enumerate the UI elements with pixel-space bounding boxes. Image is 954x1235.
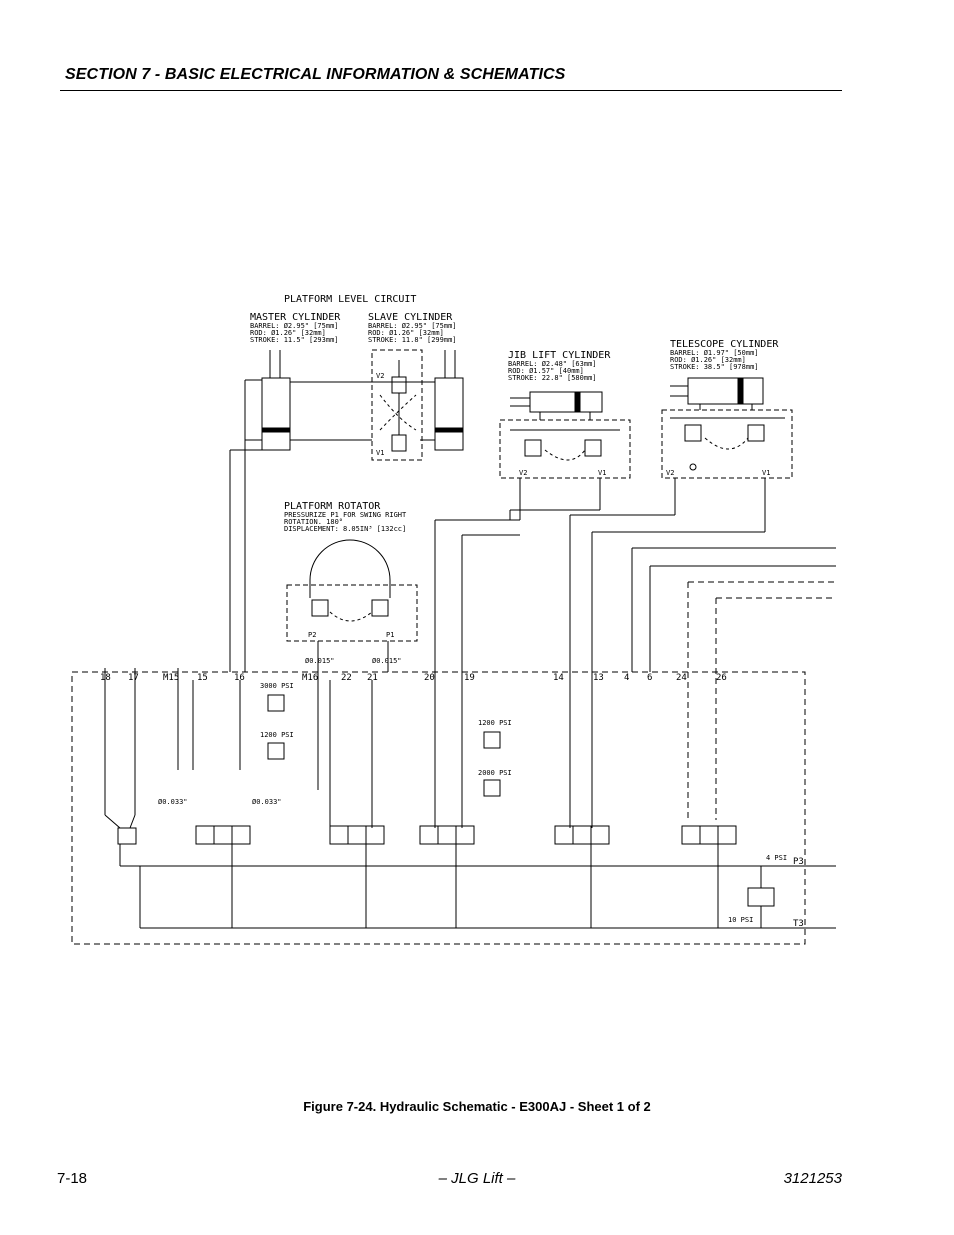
slave-barrel: BARREL: Ø2.95" [75mm] <box>368 322 457 330</box>
port-numbers: 18 17 M15 15 16 M16 22 21 20 19 14 13 4 … <box>100 673 727 683</box>
directional-valve-2 <box>329 825 385 845</box>
slave-valve-block <box>371 349 423 461</box>
telescope-cylinder-specs: TELESCOPE CYLINDER BARREL: Ø1.97" [50mm]… <box>670 339 779 371</box>
telescope-cylinder-title: TELESCOPE CYLINDER <box>670 339 779 350</box>
relief-valve-3000 <box>267 694 285 712</box>
port-20: 20 <box>424 673 435 683</box>
port-22: 22 <box>341 673 352 683</box>
master-rod: ROD: Ø1.26" [32mm] <box>250 329 326 337</box>
doc-number: 3121253 <box>783 1170 842 1187</box>
directional-valve-5 <box>681 825 737 845</box>
port-14: 14 <box>553 673 564 683</box>
platform-level-circuit-title: PLATFORM LEVEL CIRCUIT <box>284 294 416 305</box>
slave-cylinder-title: SLAVE CYLINDER <box>368 312 453 323</box>
check-valve-block <box>747 887 775 907</box>
relief-1200b-label: 1200 PSI <box>478 719 512 727</box>
port-24: 24 <box>676 673 687 683</box>
slave-stroke: STROKE: 11.8" [299mm] <box>368 336 457 344</box>
jib-port-v1: V1 <box>598 469 606 477</box>
master-stroke: STROKE: 11.5" [293mm] <box>250 336 339 344</box>
jib-lift-cylinder <box>510 391 603 420</box>
tele-barrel: BARREL: Ø1.97" [50mm] <box>670 349 759 357</box>
telescope-cylinder <box>670 377 764 410</box>
platform-rotator-title: PLATFORM ROTATOR <box>284 501 381 512</box>
master-cylinder-specs: MASTER CYLINDER BARREL: Ø2.95" [75mm] RO… <box>250 312 341 344</box>
rotator-cb-valve-1 <box>311 599 329 617</box>
tele-cb-valve-2 <box>747 424 765 442</box>
page-number: 7-18 <box>57 1170 88 1187</box>
relief-valve-2000 <box>483 779 501 797</box>
check-10psi: 10 PSI <box>728 916 753 924</box>
slave-rod: ROD: Ø1.26" [32mm] <box>368 329 444 337</box>
relief-valve-1200-b <box>483 731 501 749</box>
jib-stroke: STROKE: 22.8" [580mm] <box>508 374 597 382</box>
relief-valve-1200-a <box>267 742 285 760</box>
footer-publisher: – JLG Lift – <box>438 1170 516 1187</box>
rotator-line2: ROTATION. 180° <box>284 518 343 526</box>
jib-lift-cylinder-specs: JIB LIFT CYLINDER BARREL: Ø2.48" [63mm] … <box>508 350 611 382</box>
port-p3: P3 <box>793 857 804 867</box>
rotator-valve-block <box>286 584 418 642</box>
port-4: 4 <box>624 673 629 683</box>
rotator-port-p2: P2 <box>308 631 316 639</box>
jib-barrel: BARREL: Ø2.48" [63mm] <box>508 360 597 368</box>
jib-lift-cylinder-title: JIB LIFT CYLINDER <box>508 350 611 361</box>
port-13: 13 <box>593 673 604 683</box>
slave-port-v2: V2 <box>376 372 384 380</box>
port-26: 26 <box>716 673 727 683</box>
directional-valve-4 <box>554 825 610 845</box>
port-m15: M15 <box>163 673 179 683</box>
figure-caption: Figure 7-24. Hydraulic Schematic - E300A… <box>303 1099 651 1114</box>
port-16: 16 <box>234 673 245 683</box>
orifice-3: Ø0.033" <box>158 798 188 806</box>
slave-cylinder <box>434 350 464 451</box>
tele-port-v2: V2 <box>666 469 674 477</box>
rotator-cb-valve-2 <box>371 599 389 617</box>
orifice-2: Ø0.015" <box>372 657 402 665</box>
jib-valve-block <box>499 419 631 479</box>
slave-cylinder-specs: SLAVE CYLINDER BARREL: Ø2.95" [75mm] ROD… <box>368 312 457 344</box>
jib-rod: ROD: Ø1.57" [40mm] <box>508 367 584 375</box>
orifice-4: Ø0.033" <box>252 798 282 806</box>
slave-port-v1: V1 <box>376 449 384 457</box>
check-4psi: 4 PSI <box>766 854 787 862</box>
rotator-line3: DISPLACEMENT: 8.05IN³ [132cc] <box>284 525 406 533</box>
header-rule <box>60 90 842 91</box>
tele-port-v1: V1 <box>762 469 770 477</box>
telescope-valve-block <box>661 409 793 479</box>
rotator-line1: PRESSURIZE P1 FOR SWING RIGHT <box>284 511 407 519</box>
directional-valve-1 <box>195 825 251 845</box>
port-21: 21 <box>367 673 378 683</box>
port-19: 19 <box>464 673 475 683</box>
section-title: SECTION 7 - BASIC ELECTRICAL INFORMATION… <box>65 66 566 83</box>
orifice-1: Ø0.015" <box>305 657 335 665</box>
selector-valve <box>117 827 137 845</box>
jib-cb-valve-2 <box>584 439 602 457</box>
port-15: 15 <box>197 673 208 683</box>
port-6: 6 <box>647 673 652 683</box>
port-17: 17 <box>128 673 139 683</box>
rotator-port-p1: P1 <box>386 631 394 639</box>
port-m16: M16 <box>302 673 318 683</box>
slave-cb-valve-1 <box>391 376 407 394</box>
relief-1200a-label: 1200 PSI <box>260 731 294 739</box>
main-valve-manifold <box>71 671 806 945</box>
relief-2000-label: 2000 PSI <box>478 769 512 777</box>
master-cylinder-title: MASTER CYLINDER <box>250 312 341 323</box>
rotator-actuator <box>309 539 391 581</box>
tele-rod: ROD: Ø1.26" [32mm] <box>670 356 746 364</box>
tele-cb-valve-1 <box>684 424 702 442</box>
relief-3000-label: 3000 PSI <box>260 682 294 690</box>
platform-rotator-specs: PLATFORM ROTATOR PRESSURIZE P1 FOR SWING… <box>284 501 407 533</box>
jib-port-v2: V2 <box>519 469 527 477</box>
directional-valve-3 <box>419 825 475 845</box>
master-cylinder <box>244 350 291 451</box>
port-t3: T3 <box>793 919 804 929</box>
master-barrel: BARREL: Ø2.95" [75mm] <box>250 322 339 330</box>
jib-cb-valve-1 <box>524 439 542 457</box>
tele-stroke: STROKE: 38.5" [978mm] <box>670 363 759 371</box>
slave-cb-valve-2 <box>391 434 407 452</box>
